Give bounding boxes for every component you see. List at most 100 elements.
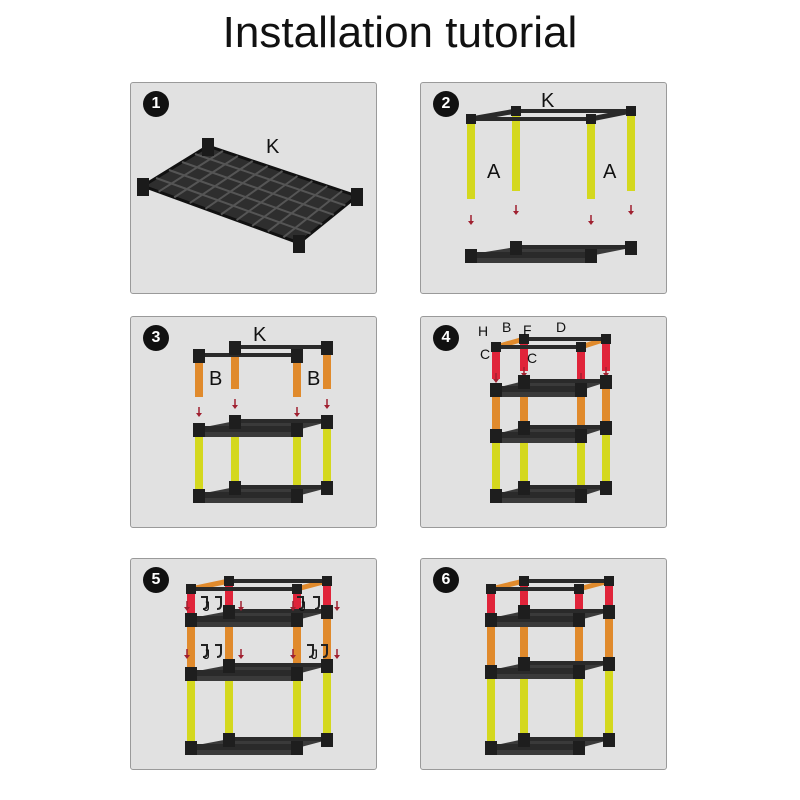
shelf-grid: [236, 175, 298, 222]
connector: [321, 415, 333, 429]
tube: [487, 671, 495, 747]
part-label-b: B: [209, 368, 222, 390]
tube: [225, 611, 233, 665]
tube: [187, 619, 195, 673]
tube: [323, 611, 331, 665]
part-label-a: A: [603, 161, 617, 183]
connector: [490, 429, 502, 443]
tube: [187, 673, 195, 747]
arrow-down-icon: [493, 379, 499, 383]
connector: [291, 349, 303, 363]
step-number: 6: [433, 567, 459, 593]
elbow-connector: [519, 334, 529, 344]
shelf-grid: [220, 170, 284, 216]
connector: [223, 733, 235, 747]
tube: [492, 389, 500, 435]
elbow-connector: [491, 342, 501, 352]
step-number: 2: [433, 91, 459, 117]
tube: [323, 347, 331, 389]
connector: [518, 375, 530, 389]
connector: [603, 657, 615, 671]
connector: [465, 249, 477, 263]
shelf-grid: [168, 169, 323, 226]
step-2-panel: K A A 2: [420, 82, 667, 294]
elbow-connector: [576, 342, 586, 352]
elbow-connector: [292, 584, 302, 594]
connector: [573, 741, 585, 755]
tube: [577, 347, 585, 379]
tube: [323, 581, 331, 611]
connector: [291, 741, 303, 755]
connector: [321, 341, 333, 355]
step-number: 1: [143, 91, 169, 117]
connector: [229, 481, 241, 495]
connector: [291, 613, 303, 627]
arrow-down-icon: [184, 655, 190, 659]
elbow-connector: [322, 576, 332, 586]
tube: [602, 339, 610, 371]
hook-icon: [215, 596, 222, 610]
connector: [321, 733, 333, 747]
tube: [520, 381, 528, 427]
shelf-grid: [194, 153, 346, 207]
connector: [518, 733, 530, 747]
connector: [185, 613, 197, 627]
hook-label-j: J: [299, 598, 306, 614]
elbow-connector: [601, 334, 611, 344]
tube: [195, 355, 203, 397]
connector: [518, 605, 530, 619]
shelf-grid: [155, 177, 311, 235]
connector: [510, 241, 522, 255]
connector: [137, 178, 149, 196]
connector: [573, 665, 585, 679]
tube: [587, 119, 595, 199]
part-label-c: C: [527, 350, 537, 366]
part-label-b: B: [307, 368, 320, 390]
hook-icon: [215, 644, 222, 658]
part-label-h: H: [478, 323, 488, 339]
elbow-connector: [486, 584, 496, 594]
connector: [518, 481, 530, 495]
connector: [575, 429, 587, 443]
tube: [575, 589, 583, 619]
connector: [485, 741, 497, 755]
tube: [492, 347, 500, 379]
elbow-connector: [186, 584, 196, 594]
hook-icon: [321, 644, 328, 658]
rack-illustration: K A A: [465, 90, 637, 263]
part-label-c: C: [480, 346, 490, 362]
connector: [603, 733, 615, 747]
tube: [577, 435, 585, 495]
part-label-d: D: [556, 319, 566, 335]
arrow-down-icon: [513, 211, 519, 215]
connector: [185, 741, 197, 755]
tube: [605, 663, 613, 739]
connector: [351, 188, 363, 206]
elbow-connector: [466, 114, 476, 124]
arrow-down-icon: [334, 655, 340, 659]
hook-icon: [297, 596, 304, 610]
tube: [602, 427, 610, 487]
elbow-connector: [604, 576, 614, 586]
connector: [575, 383, 587, 397]
hook-icon: [307, 644, 314, 658]
connector: [202, 138, 214, 156]
part-label-k: K: [541, 90, 555, 112]
connector: [518, 421, 530, 435]
step-5-panel: J J J J 5: [130, 558, 377, 770]
tube: [520, 427, 528, 487]
arrow-down-icon: [238, 655, 244, 659]
step-4-panel: H B F D C C 4: [420, 316, 667, 528]
tube: [602, 381, 610, 427]
connector: [603, 605, 615, 619]
arrow-down-icon: [334, 607, 340, 611]
rack-illustration: [485, 576, 615, 755]
hook-label-j: J: [203, 646, 210, 662]
connector: [575, 489, 587, 503]
part-label-k: K: [253, 324, 267, 346]
connector: [193, 349, 205, 363]
connector: [518, 657, 530, 671]
tube: [605, 611, 613, 663]
connector: [223, 605, 235, 619]
connector: [193, 489, 205, 503]
